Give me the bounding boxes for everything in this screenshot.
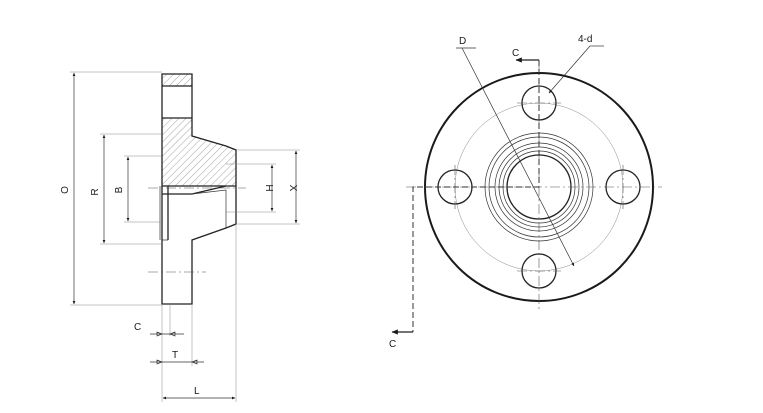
- label-B: B: [114, 186, 125, 193]
- hub-taper: [191, 189, 227, 228]
- leader-4-d: [548, 45, 591, 94]
- label-X: X: [287, 185, 298, 192]
- label-R: R: [90, 188, 101, 195]
- label-C-side: C: [134, 322, 141, 333]
- flange-upper-hatch: [162, 74, 192, 86]
- label-T: T: [172, 350, 178, 361]
- label-C-top: C: [512, 48, 519, 59]
- section-line-C: [412, 60, 540, 332]
- side-view: O R B H X C T L: [60, 71, 300, 402]
- hub-hatch: [162, 118, 236, 186]
- label-L: L: [194, 386, 200, 397]
- label-4-d: 4-d: [578, 34, 592, 45]
- upper-bolt-hole: [162, 85, 192, 119]
- bore-lines: [162, 185, 236, 240]
- dim-D: [461, 47, 575, 267]
- face-groove: [159, 186, 168, 241]
- front-view: D C 4-d C: [389, 34, 662, 350]
- label-H: H: [263, 184, 274, 191]
- upper-hole-fill: [163, 87, 191, 117]
- label-C-bottom: C: [389, 339, 396, 350]
- label-O: O: [60, 186, 71, 194]
- label-D: D: [459, 36, 466, 47]
